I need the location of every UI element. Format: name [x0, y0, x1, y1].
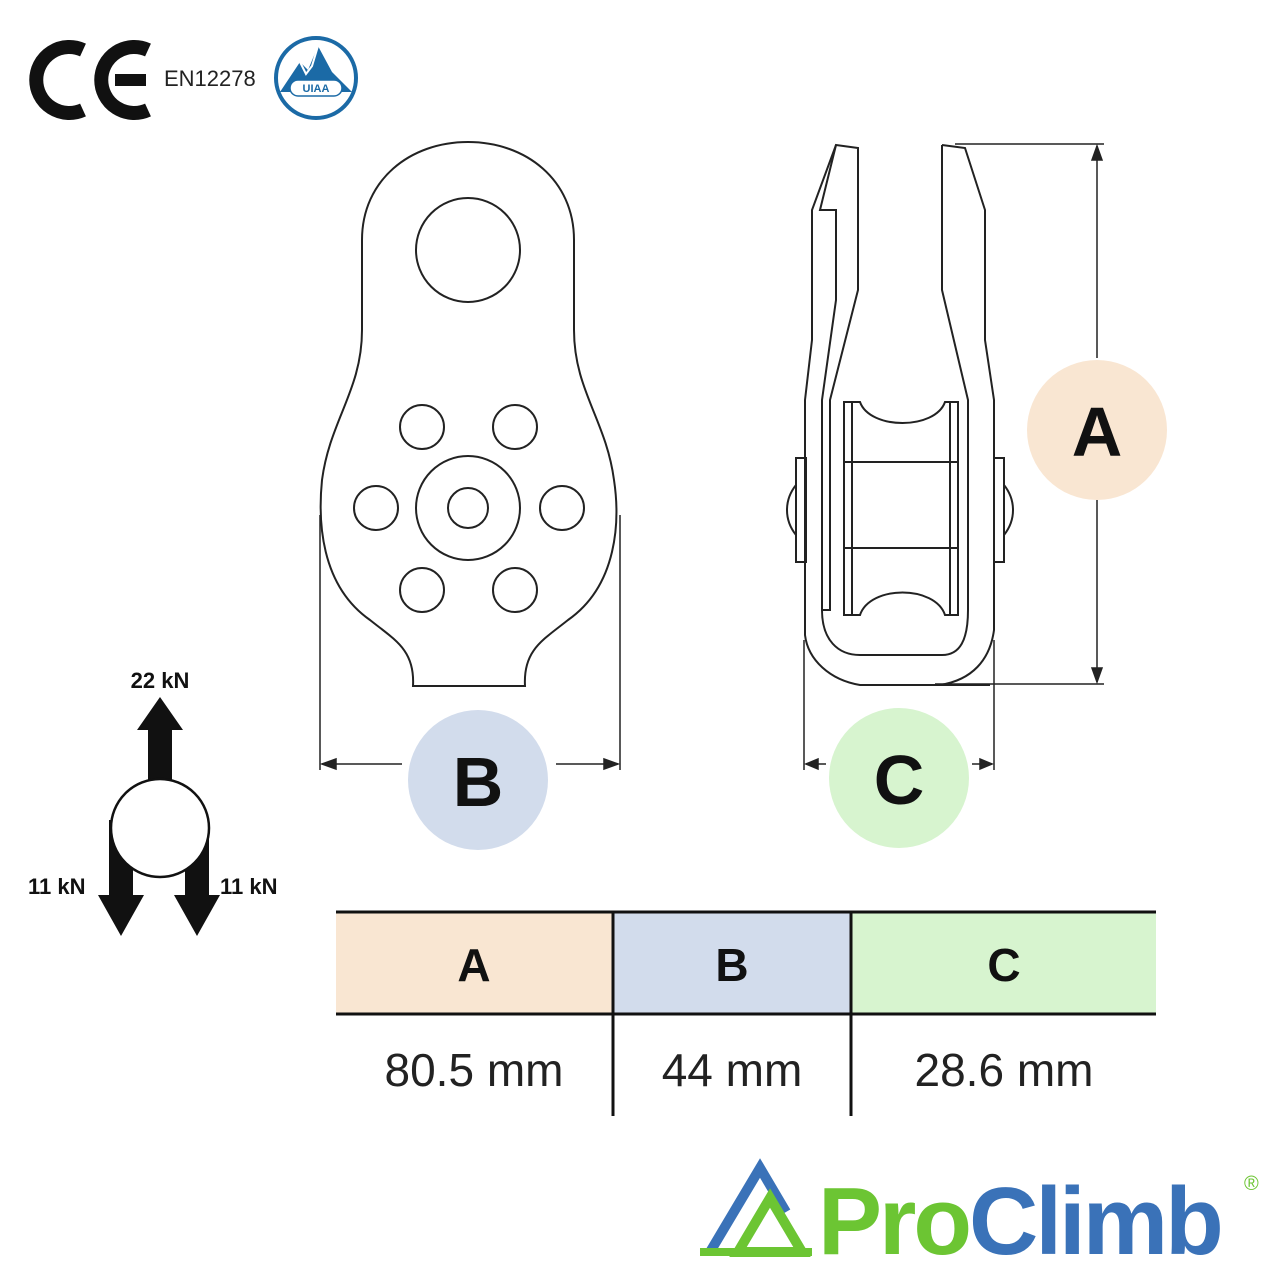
ce-mark — [29, 40, 151, 120]
dimension-c-label: C — [874, 741, 925, 819]
dimension-a — [935, 143, 1104, 685]
table-header-b: B — [715, 939, 748, 991]
sheave — [843, 401, 959, 616]
proclimb-logo: ProClimb ® — [700, 1158, 1259, 1275]
dimension-a-label: A — [1072, 393, 1123, 471]
dimension-a-bubble — [1027, 360, 1167, 500]
pulley-side-view — [786, 143, 1014, 686]
axle — [447, 487, 489, 529]
lightening-hole — [353, 485, 399, 531]
dimension-c-bubble — [829, 708, 969, 848]
uiaa-icon: UIAA — [274, 36, 358, 120]
arrow-up-icon — [137, 697, 183, 784]
axle-ring — [415, 455, 521, 561]
standard-label: EN12278 — [164, 66, 256, 91]
table-value-c: 28.6 mm — [915, 1044, 1094, 1096]
svg-text:ProClimb: ProClimb — [818, 1168, 1221, 1275]
table-value-b: 44 mm — [662, 1044, 803, 1096]
lightening-hole — [539, 485, 585, 531]
force-right-label: 11 kN — [220, 874, 278, 899]
attachment-hole — [415, 197, 521, 303]
dimension-b — [319, 515, 621, 771]
uiaa-label: UIAA — [303, 83, 330, 95]
force-diagram: 22 kN 11 kN 11 kN — [28, 668, 278, 936]
force-top-label: 22 kN — [131, 668, 190, 693]
lightening-hole — [492, 567, 538, 613]
lightening-hole — [399, 404, 445, 450]
lightening-hole — [399, 567, 445, 613]
header-cell-b — [614, 913, 850, 1013]
dimension-table: A B C 80.5 mm 44 mm 28.6 mm — [336, 910, 1156, 1116]
header-cell-a — [336, 913, 612, 1013]
dimension-c — [803, 640, 995, 771]
force-left-label: 11 kN — [28, 874, 86, 899]
brand-pro: Pro — [818, 1168, 969, 1275]
pulley-front-view — [319, 140, 618, 687]
sheave-circle — [109, 777, 211, 879]
table-header-c: C — [987, 939, 1020, 991]
registered-mark: ® — [1244, 1173, 1259, 1195]
brand-climb: Climb — [969, 1168, 1221, 1275]
header-cell-c — [852, 913, 1156, 1013]
proclimb-logo-icon — [700, 1158, 812, 1257]
dimension-b-label: B — [453, 743, 504, 821]
table-header-a: A — [457, 939, 490, 991]
lightening-hole — [492, 404, 538, 450]
pulley-outline — [319, 140, 618, 687]
dimension-b-bubble — [408, 710, 548, 850]
table-value-a: 80.5 mm — [385, 1044, 564, 1096]
